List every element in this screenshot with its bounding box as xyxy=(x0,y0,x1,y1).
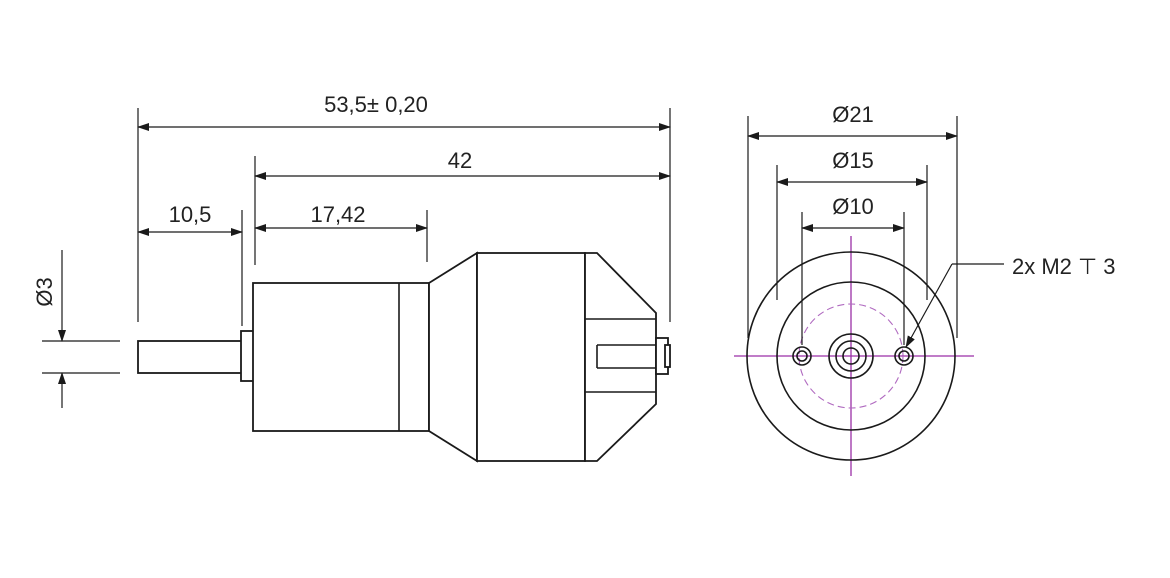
gearbox-body xyxy=(252,282,430,432)
front-view: Ø21 Ø15 Ø10 2x M2 ⊤ 3 xyxy=(734,102,1116,476)
dim-shaft-dia-label: Ø3 xyxy=(32,277,57,306)
dim-overall-label: 53,5± 0,20 xyxy=(324,92,428,117)
hub-inner xyxy=(835,340,867,372)
dim-shaft-label: 10,5 xyxy=(169,202,212,227)
taper xyxy=(428,251,478,463)
mid-circle xyxy=(776,281,926,431)
mount-hole-left-inner xyxy=(796,350,808,362)
rear-bushing-tip xyxy=(664,344,671,368)
dim-body-label: 42 xyxy=(448,148,472,173)
rear-cap xyxy=(584,252,657,462)
callout-leader xyxy=(905,263,953,348)
mount-hole-left xyxy=(792,346,812,366)
side-view: 53,5± 0,20 42 10,5 17,42 Ø3 xyxy=(32,92,671,463)
motor-body xyxy=(476,252,586,462)
hub-outer xyxy=(828,333,874,379)
hub-bore xyxy=(842,347,860,365)
dim-flange-label: 17,42 xyxy=(310,202,365,227)
thread-callout-label: 2x M2 ⊤ 3 xyxy=(1012,254,1116,279)
dim-outer-label: Ø21 xyxy=(832,102,874,127)
shaft xyxy=(137,340,245,374)
mount-hole-right-inner xyxy=(898,350,910,362)
dim-holes-label: Ø10 xyxy=(832,194,874,219)
dim-mid-label: Ø15 xyxy=(832,148,874,173)
bolt-circle xyxy=(798,303,904,409)
mount-hole-right xyxy=(894,346,914,366)
outer-circle xyxy=(746,251,956,461)
